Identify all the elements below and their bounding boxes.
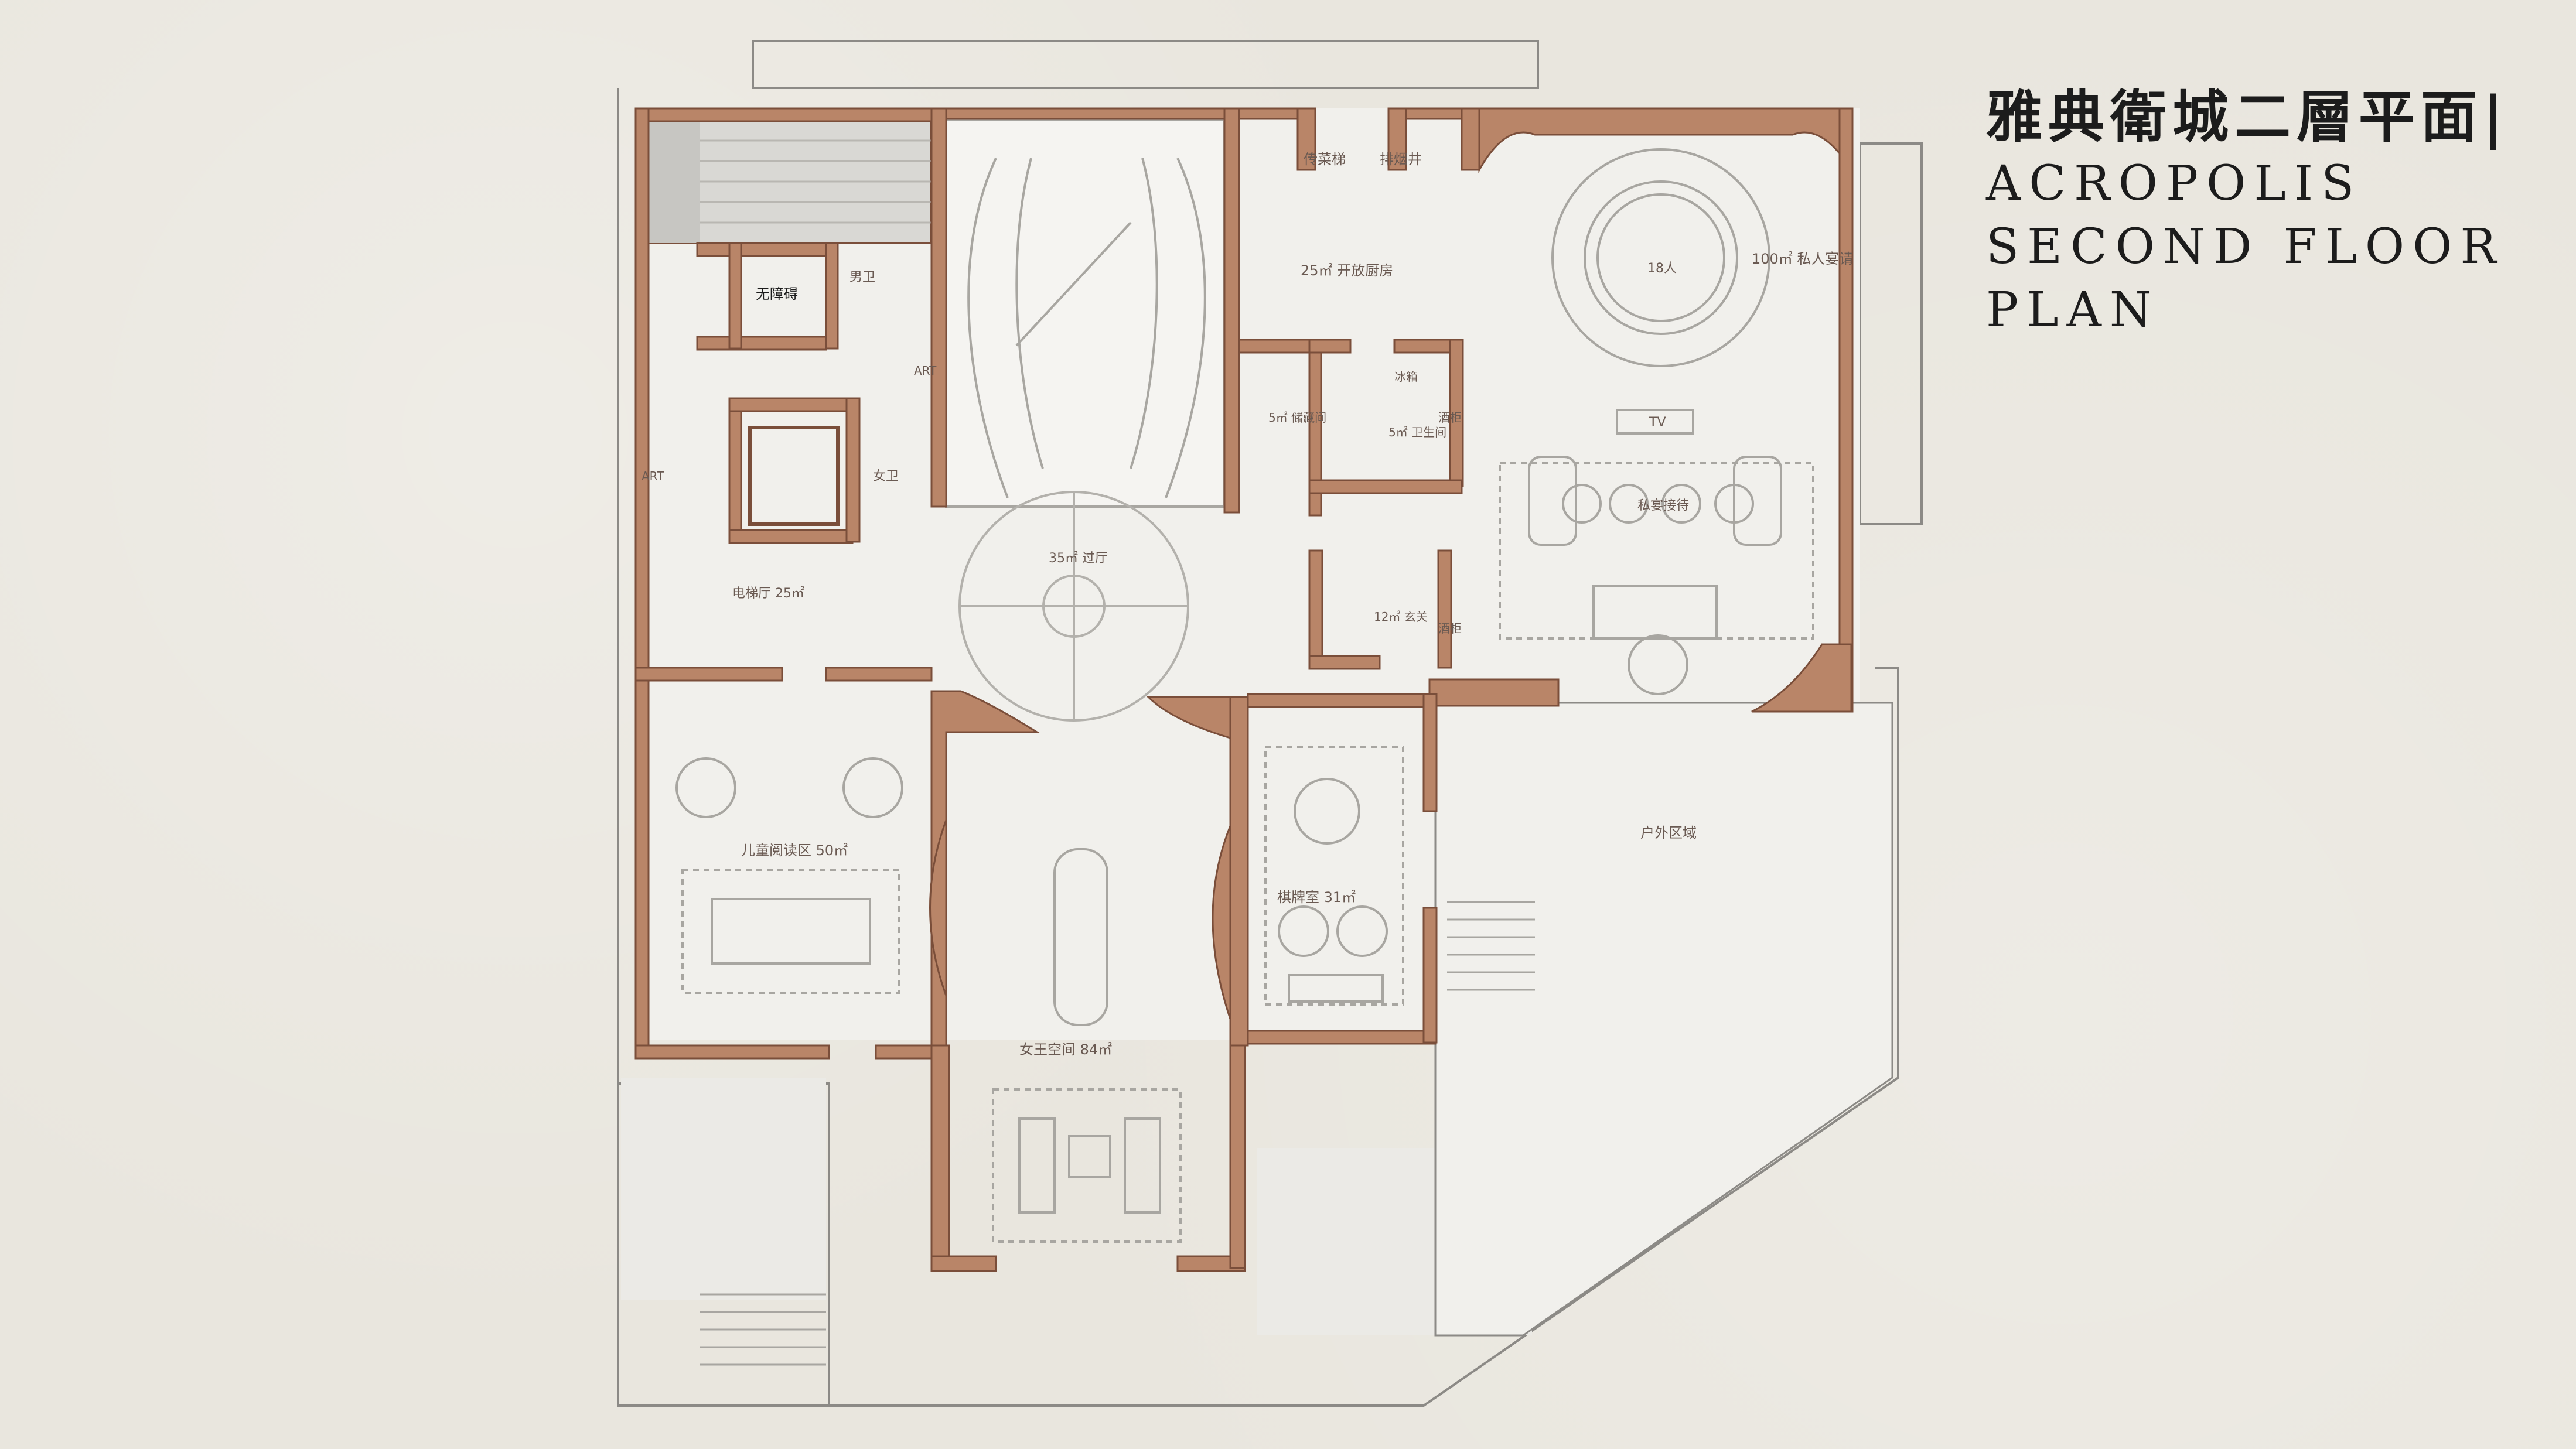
room-labels: 传菜梯 排烟井 25㎡ 开放厨房 100㎡ 私人宴请 18人 TV 无障碍 男卫…	[642, 151, 1853, 1058]
title-english-line-3: PLAN	[1986, 282, 2160, 338]
label-art-right: ART	[914, 364, 937, 378]
label-private-reception: 私宴接待	[1637, 498, 1689, 513]
outdoor-stairs	[700, 901, 1535, 1366]
label-wine-cabinet-1: 酒柜	[1438, 411, 1462, 425]
label-outdoor: 户外区域	[1640, 825, 1697, 841]
terrace-texture	[621, 1078, 1532, 1335]
title-english-line-2: SECOND FLOOR	[1986, 219, 2505, 275]
label-open-kitchen: 25㎡ 开放厨房	[1301, 262, 1393, 279]
reception-furniture	[1499, 409, 1814, 695]
label-private-dining: 100㎡ 私人宴请	[1752, 251, 1853, 267]
label-storage: 5㎡ 储藏间	[1268, 411, 1326, 425]
label-hall: 35㎡ 过厅	[1049, 551, 1108, 566]
label-ladies-space: 女王空间 84㎡	[1019, 1041, 1112, 1058]
label-card-room: 棋牌室 31㎡	[1277, 889, 1356, 905]
grand-stair	[945, 119, 1226, 508]
reading-furniture	[675, 757, 903, 994]
label-accessible-toilet: 无障碍	[756, 286, 798, 302]
label-elevator-lobby: 电梯厅 25㎡	[732, 586, 804, 601]
stair-block	[643, 119, 933, 244]
round-hall	[958, 491, 1189, 722]
label-men-toilet: 男卫	[849, 270, 875, 285]
label-smoke-shaft: 排烟井	[1380, 151, 1422, 168]
label-wine-cabinet-2: 酒柜	[1438, 621, 1462, 635]
site-outline	[617, 40, 1923, 1407]
label-bath: 5㎡ 卫生间	[1388, 425, 1446, 439]
label-fridge: 冰箱	[1394, 370, 1418, 384]
title-block: 雅典衛城二層平面| ACROPOLIS SECOND FLOOR PLAN	[1986, 82, 2513, 342]
ladies-space-furniture	[992, 848, 1182, 1243]
title-chinese: 雅典衛城二層平面|	[1986, 84, 2509, 150]
label-women-toilet: 女卫	[873, 469, 899, 484]
label-freight-elevator: 传菜梯	[1304, 151, 1346, 168]
label-eighteen-seats: 18人	[1647, 261, 1677, 276]
label-tv: TV	[1649, 415, 1666, 430]
walls	[634, 107, 1854, 1272]
label-art-left: ART	[642, 469, 664, 483]
title-english-line-1: ACROPOLIS	[1986, 156, 2363, 211]
card-room-furniture	[1264, 746, 1404, 1006]
label-foyer: 12㎡ 玄关	[1374, 610, 1428, 624]
dining-table	[1551, 148, 1770, 367]
label-reading-area: 儿童阅读区 50㎡	[741, 842, 848, 859]
